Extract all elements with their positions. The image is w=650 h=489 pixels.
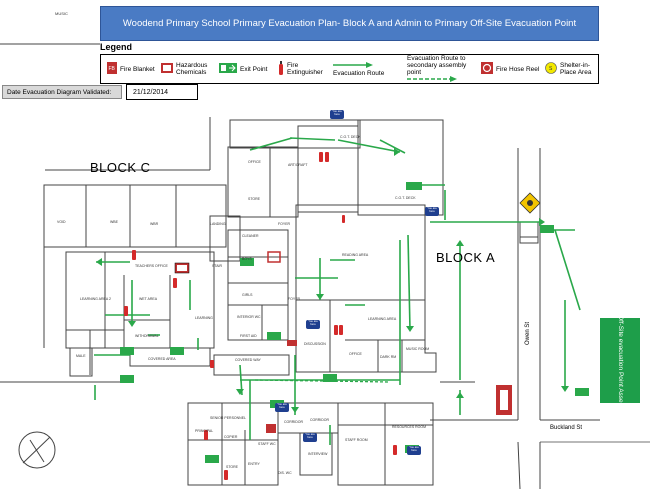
room-covered-way: COVERED WAY — [235, 358, 261, 362]
block-a-label: BLOCK A — [436, 250, 496, 265]
route-arrow-icon — [333, 61, 373, 70]
room-learning-area-2: LEARNING AREA 2 — [80, 297, 111, 301]
exit-points — [120, 182, 589, 463]
you-are-here-marker: You are here — [275, 403, 289, 412]
room-wbr: WBR — [150, 222, 159, 226]
room-male: MALE — [76, 354, 86, 358]
legend-item-hazardous: Hazardous Chemicals — [161, 55, 211, 83]
legend-item-extinguisher: Fire Extinguisher — [278, 55, 328, 83]
you-are-here-marker: You are here — [407, 446, 421, 455]
room-teachers-office: TEACHERS OFFICE — [135, 264, 168, 268]
dashed-route-arrow-icon — [407, 75, 457, 84]
fire-hose-reel-icon — [481, 62, 493, 76]
room-resources-room: RESOURCES ROOM — [392, 425, 427, 429]
room-learning-area: LEARNING AREA — [368, 317, 397, 321]
room-cot-deck: C.O.T. DECK — [340, 135, 361, 139]
route-arrowheads — [96, 148, 569, 413]
music-label: MUSIC — [55, 11, 68, 16]
fire-blanket-icon: FB — [107, 62, 117, 76]
room-music-room: MUSIC ROOM — [406, 347, 430, 351]
room-void: VOID — [57, 220, 66, 224]
legend-item-fire-blanket: FB Fire Blanket — [107, 55, 155, 83]
room-senior-personnel: SENIOR PERSONNEL — [210, 416, 246, 420]
room-reading-area: READING AREA — [342, 253, 369, 257]
room-learning: LEARNING — [195, 316, 213, 320]
room-girls: GIRLS — [242, 293, 253, 297]
block-a-outline — [295, 204, 437, 373]
room-entry: ENTRY — [248, 462, 260, 466]
room-staff-room: STAFF ROOM — [345, 438, 368, 442]
shelter-sign — [519, 192, 541, 214]
svg-text:S: S — [549, 66, 553, 72]
legend-item-evac-route: Evacuation Route — [333, 55, 385, 83]
legend-item-exit: Exit Point — [219, 55, 267, 83]
you-are-here-marker: You are here — [303, 433, 317, 442]
buckland-street-label: Buckland St — [550, 425, 583, 431]
legend-item-shelter: S Shelter-in-Place Area — [545, 55, 597, 83]
room-boys: BOYS — [242, 257, 252, 261]
room-store-admin: STORE — [226, 465, 238, 469]
room-corridor-2: CORRIDOR — [310, 418, 330, 422]
exit-sign-icon — [219, 63, 237, 75]
room-corridor: CORRIDOR — [284, 420, 304, 424]
shelter-in-place-icon: S — [545, 62, 557, 76]
assembly-area: Primary Off-Site evacuation Point Assemb… — [600, 290, 640, 431]
room-covered-area: COVERED AREA — [148, 357, 176, 361]
room-wbe: WBE — [110, 220, 118, 224]
block-c-label: BLOCK C — [90, 160, 151, 175]
block-c-outline — [43, 184, 227, 248]
room-foyer: FOYER — [278, 222, 291, 226]
svg-text:FB: FB — [109, 66, 116, 72]
room-first-aid: FIRST AID — [240, 334, 257, 338]
room-office-a: OFFICE — [349, 352, 362, 356]
admin-block — [187, 402, 279, 486]
room-copier: COPIER — [224, 435, 238, 439]
room-staff-wc: STAFF WC — [258, 442, 276, 446]
room-store: STORE — [248, 197, 260, 201]
legend-item-secondary-route: Evacuation Route to secondary assembly p… — [407, 55, 477, 83]
plan-title: Woodend Primary School Primary Evacuatio… — [100, 6, 599, 41]
legend: FB Fire Blanket Hazardous Chemicals Exit… — [100, 54, 599, 84]
validated-label: Date Evacuation Diagram Validated: — [2, 85, 122, 99]
room-landing: LANDING — [210, 222, 226, 226]
room-withdrawal: WITHDRAWAL — [135, 334, 159, 338]
fire-hose-reel — [496, 385, 512, 415]
room-cot-deck-2: C.O.T. DECK — [395, 196, 416, 200]
room-interview: INTERVIEW — [308, 452, 328, 456]
validated-date: 21/12/2014 — [126, 84, 198, 100]
you-are-here-marker: You are here — [306, 320, 320, 329]
office-block — [227, 146, 299, 218]
room-principal: PRINCIPAL — [195, 429, 214, 433]
room-office: OFFICE — [248, 160, 261, 164]
legend-item-hose-reel: Fire Hose Reel — [481, 55, 541, 83]
room-wet-area: WET AREA — [139, 297, 158, 301]
you-are-here-marker: You are here — [425, 207, 439, 216]
room-dis-wc: DIS. WC — [278, 471, 292, 475]
hazardous-chemicals-icon — [161, 63, 173, 75]
room-dark-rm: DARK RM — [380, 355, 397, 359]
room-cleaner: CLEANER — [242, 234, 259, 238]
room-stair: STAIR — [212, 264, 223, 268]
room-discussion: DISCUSSION — [304, 342, 326, 346]
fire-extinguishers — [124, 152, 397, 480]
owen-street-label: Owen St — [525, 321, 531, 345]
fire-extinguisher-icon — [278, 61, 284, 77]
room-art-craft: ART/CRAFT — [288, 163, 308, 167]
you-are-here-marker: You are here — [330, 110, 344, 119]
legend-heading: Legend — [100, 42, 133, 52]
room-interior-wc: INTERIOR WC — [237, 315, 261, 319]
room-foyer-2: FOYER — [288, 297, 301, 301]
